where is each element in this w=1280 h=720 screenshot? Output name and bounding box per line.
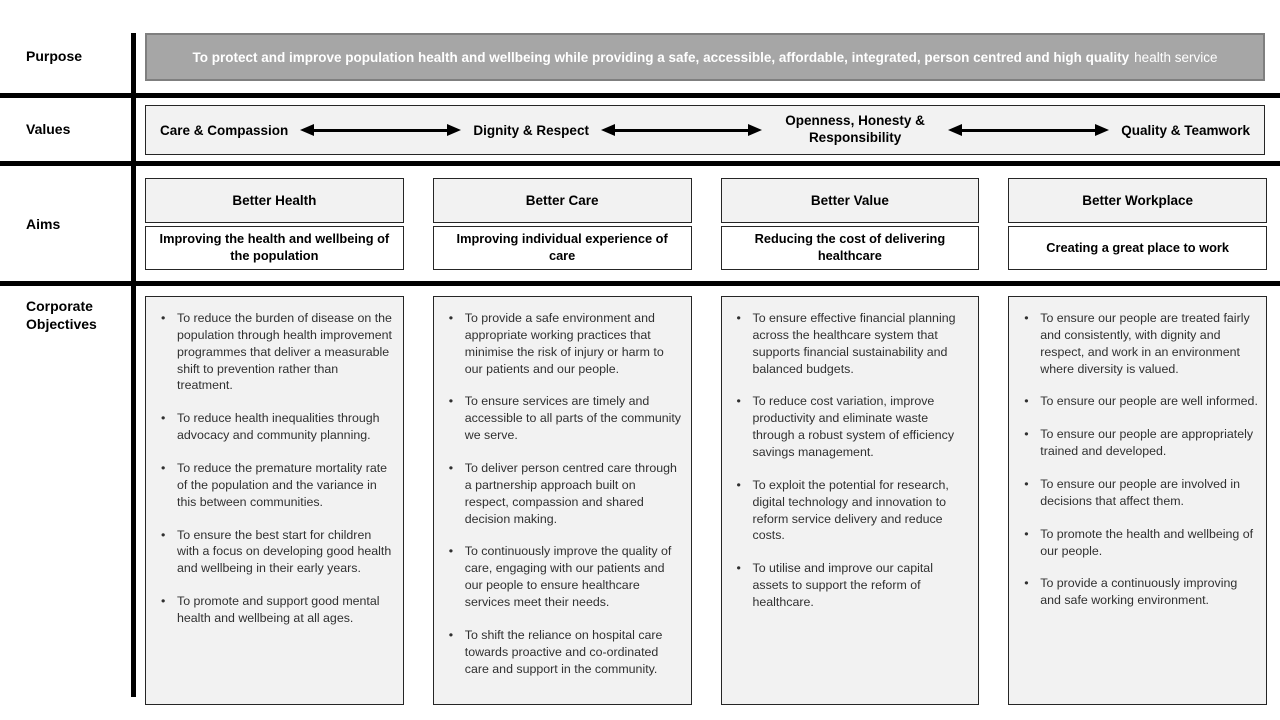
objectives-list: To provide a safe environment and approp… xyxy=(434,297,691,701)
aim-title-box: Better Value xyxy=(720,178,980,223)
objective-item: To ensure the best start for children wi… xyxy=(156,527,395,578)
aim-column-better-care: Better Care Improving individual experie… xyxy=(432,178,692,270)
aim-title: Better Health xyxy=(232,193,317,208)
objective-item: To ensure our people are appropriately t… xyxy=(1019,426,1258,460)
objectives-box-better-workplace: To ensure our people are treated fairly … xyxy=(1008,296,1267,705)
objective-item: To ensure our people are involved in dec… xyxy=(1019,476,1258,510)
aim-description-box: Improving the health and wellbeing of th… xyxy=(145,226,404,270)
objectives-list: To ensure our people are treated fairly … xyxy=(1009,297,1266,633)
objective-item: To deliver person centred care through a… xyxy=(444,460,683,527)
objective-item: To ensure our people are well informed. xyxy=(1019,393,1258,410)
aim-title-box: Better Care xyxy=(432,178,692,223)
objective-item: To utilise and improve our capital asset… xyxy=(732,560,971,611)
row-label-purpose: Purpose xyxy=(26,48,83,65)
aim-title-box: Better Workplace xyxy=(1008,178,1267,223)
purpose-statement-text: To protect and improve population health… xyxy=(192,49,1130,65)
value-dignity-respect: Dignity & Respect xyxy=(473,122,589,138)
aim-title-box: Better Health xyxy=(145,178,404,223)
objective-item: To reduce the premature mortality rate o… xyxy=(156,460,395,511)
row-divider-line xyxy=(0,281,1280,286)
aim-description: Reducing the cost of delivering healthca… xyxy=(754,231,946,263)
row-label-aims: Aims xyxy=(26,216,61,233)
purpose-statement-suffix: health service xyxy=(1134,49,1218,65)
objective-item: To promote and support good mental healt… xyxy=(156,593,395,627)
aim-description-box: Improving individual experience of care xyxy=(432,226,692,270)
objective-item: To reduce health inequalities through ad… xyxy=(156,410,395,444)
objective-item: To reduce the burden of disease on the p… xyxy=(156,310,395,394)
objectives-box-better-value: To ensure effective financial planning a… xyxy=(720,296,980,705)
row-divider-line xyxy=(0,93,1280,98)
row-label-corporate-objectives: Corporate Objectives xyxy=(26,298,97,332)
label-divider-line xyxy=(131,33,136,697)
aims-row: Better Health Improving the health and w… xyxy=(145,178,1267,270)
aim-description-box: Reducing the cost of delivering healthca… xyxy=(720,226,980,270)
objective-item: To continuously improve the quality of c… xyxy=(444,543,683,610)
objective-item: To ensure effective financial planning a… xyxy=(732,310,971,377)
corporate-objectives-row: To reduce the burden of disease on the p… xyxy=(145,296,1267,705)
value-quality-teamwork: Quality & Teamwork xyxy=(1121,122,1250,138)
objectives-list: To reduce the burden of disease on the p… xyxy=(146,297,403,651)
double-arrow-icon xyxy=(600,124,763,136)
objectives-list: To ensure effective financial planning a… xyxy=(722,297,979,635)
objective-item: To promote the health and wellbeing of o… xyxy=(1019,526,1258,560)
objective-item: To provide a continuously improving and … xyxy=(1019,575,1258,609)
objective-item: To exploit the potential for research, d… xyxy=(732,477,971,544)
aim-title: Better Workplace xyxy=(1082,193,1194,208)
objective-item: To provide a safe environment and approp… xyxy=(444,310,683,377)
aim-description: Creating a great place to work xyxy=(1046,239,1229,255)
purpose-statement-box: To protect and improve population health… xyxy=(145,33,1265,81)
objective-item: To ensure services are timely and access… xyxy=(444,393,683,444)
double-arrow-icon xyxy=(300,124,462,136)
value-openness-honesty-responsibility: Openness, Honesty & Responsibility xyxy=(785,113,925,145)
row-divider-line xyxy=(0,161,1280,166)
objective-item: To reduce cost variation, improve produc… xyxy=(732,393,971,460)
aim-description: Improving individual experience of care xyxy=(456,231,668,263)
aim-title: Better Value xyxy=(810,193,889,208)
aim-column-better-workplace: Better Workplace Creating a great place … xyxy=(1008,178,1267,270)
double-arrow-icon xyxy=(948,124,1110,136)
aim-column-better-health: Better Health Improving the health and w… xyxy=(145,178,404,270)
aim-description-box: Creating a great place to work xyxy=(1008,226,1267,270)
aim-title: Better Care xyxy=(525,193,599,208)
aim-column-better-value: Better Value Reducing the cost of delive… xyxy=(720,178,980,270)
objective-item: To ensure our people are treated fairly … xyxy=(1019,310,1258,377)
objectives-box-better-care: To provide a safe environment and approp… xyxy=(432,296,692,705)
values-box: Care & Compassion Dignity & Respect Open… xyxy=(145,105,1265,155)
value-care-compassion: Care & Compassion xyxy=(160,122,289,138)
objectives-box-better-health: To reduce the burden of disease on the p… xyxy=(145,296,404,705)
row-label-values: Values xyxy=(26,121,71,138)
objective-item: To shift the reliance on hospital care t… xyxy=(444,627,683,678)
aim-description: Improving the health and wellbeing of th… xyxy=(159,231,390,263)
